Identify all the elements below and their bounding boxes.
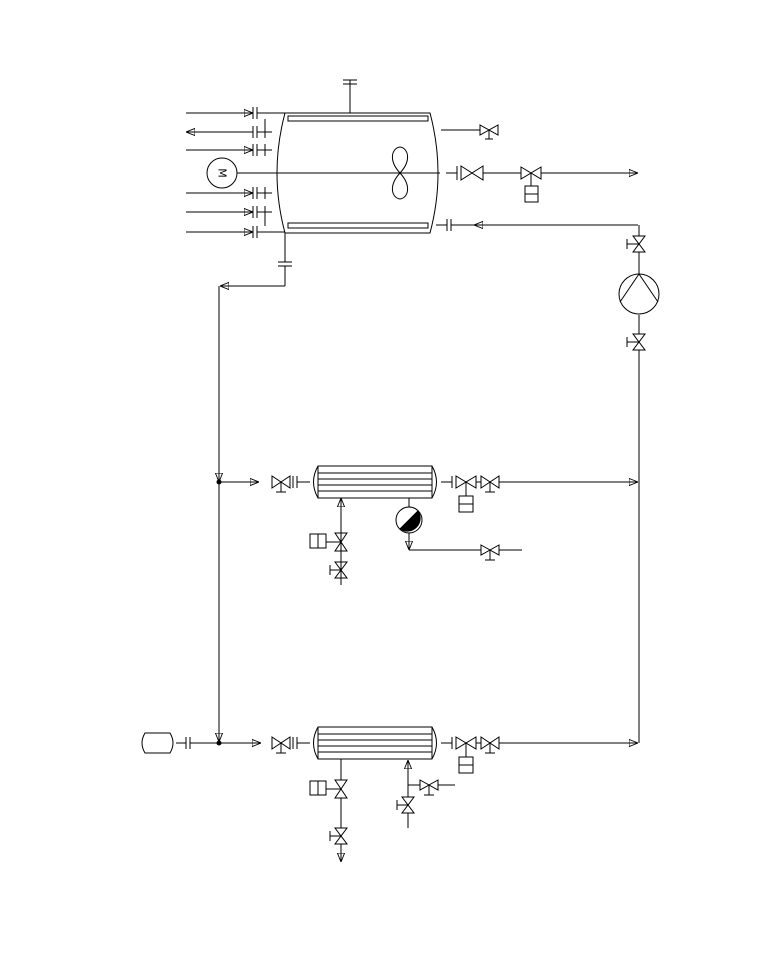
hx-1-inlet bbox=[219, 475, 310, 493]
hx-2-bottom-drain bbox=[309, 759, 348, 862]
agitator-impeller-icon bbox=[392, 146, 408, 200]
pump-suction-valve bbox=[626, 315, 646, 351]
reactor-vessel bbox=[276, 112, 439, 234]
inlet-line-5 bbox=[186, 206, 272, 218]
left-header bbox=[217, 286, 221, 746]
heat-exchanger-1 bbox=[313, 465, 437, 499]
vent-valve bbox=[441, 124, 499, 140]
heat-exchanger-2 bbox=[313, 726, 437, 760]
product-outlet-line bbox=[446, 165, 638, 203]
inlet-line-6 bbox=[186, 226, 285, 238]
motor-label: M bbox=[216, 168, 229, 178]
steam-trap bbox=[395, 498, 522, 561]
outlet-line-2 bbox=[186, 126, 272, 138]
top-vent-nozzle bbox=[343, 79, 357, 113]
hx-2-outlet bbox=[441, 736, 638, 774]
pump bbox=[618, 273, 660, 315]
hx-2-inlet bbox=[219, 736, 310, 754]
motor: M bbox=[206, 157, 238, 189]
feed-vessel bbox=[141, 732, 219, 754]
inlet-line-3 bbox=[186, 144, 272, 156]
hx-1-steam-inlet bbox=[309, 498, 348, 585]
jacket-return-line bbox=[436, 219, 638, 231]
inlet-line-4 bbox=[186, 187, 272, 199]
reactor-bottom-outlet bbox=[220, 233, 292, 286]
inlet-line-1 bbox=[186, 107, 285, 119]
pump-discharge-valve bbox=[626, 225, 646, 274]
hx-2-utility-inlet bbox=[396, 760, 455, 828]
hx-1-outlet bbox=[441, 475, 638, 513]
